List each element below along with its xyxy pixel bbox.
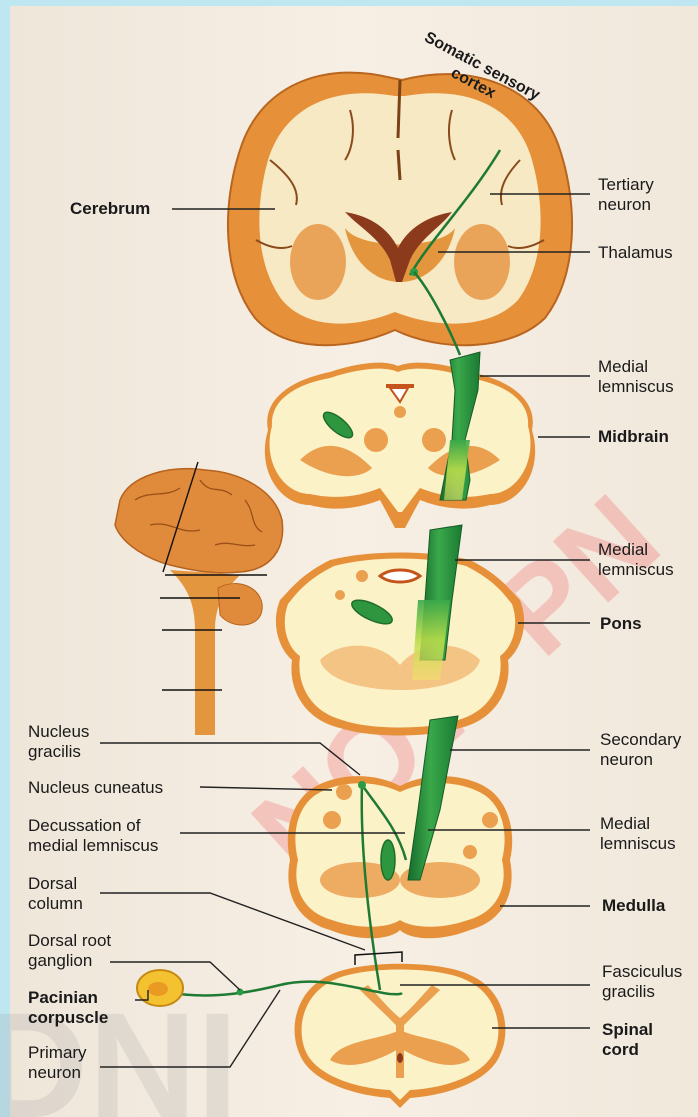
label-midbrain: Midbrain [598, 427, 669, 447]
label-dorsal-column: Dorsal column [28, 874, 83, 914]
label-pons: Pons [600, 614, 642, 634]
label-nucleus-cuneatus: Nucleus cuneatus [28, 778, 163, 798]
label-medial-lemniscus-pons: Medial lemniscus [598, 540, 674, 580]
label-secondary-neuron: Secondary neuron [600, 730, 681, 770]
label-dorsal-root-ganglion: Dorsal root ganglion [28, 931, 111, 971]
label-pacinian-corpuscle: Pacinian corpuscle [28, 988, 108, 1028]
label-medial-lemniscus-medulla: Medial lemniscus [600, 814, 676, 854]
medulla-section [288, 776, 512, 938]
label-tertiary-neuron: Tertiary neuron [598, 175, 654, 215]
label-thalamus: Thalamus [598, 243, 673, 263]
label-nucleus-gracilis: Nucleus gracilis [28, 722, 89, 762]
midbrain-section [265, 363, 535, 528]
label-spinal-cord: Spinal cord [602, 1020, 653, 1060]
label-fasciculus-gracilis: Fasciculus gracilis [602, 962, 682, 1002]
pons-section [276, 553, 524, 736]
label-primary-neuron: Primary neuron [28, 1043, 87, 1083]
label-cerebrum: Cerebrum [70, 199, 150, 219]
label-medial-lemniscus-midbrain: Medial lemniscus [598, 357, 674, 397]
label-medulla: Medulla [602, 896, 665, 916]
label-decussation: Decussation of medial lemniscus [28, 816, 158, 856]
